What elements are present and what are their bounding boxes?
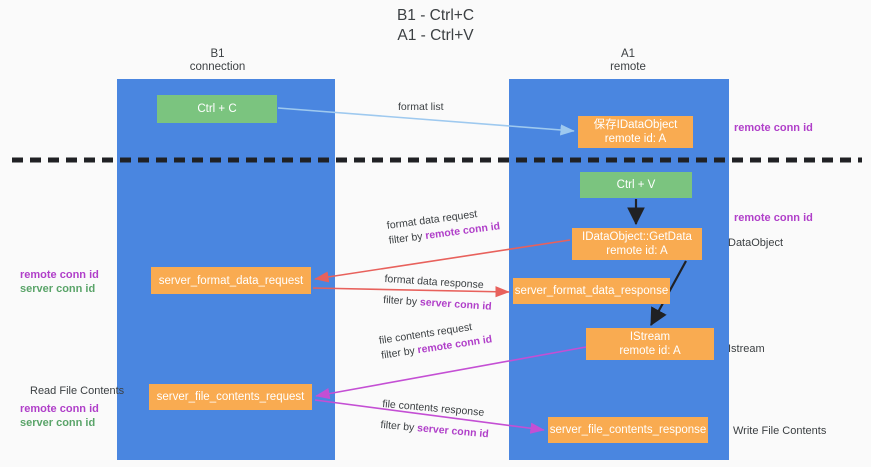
edge-label-format-data-request-prefix: filter by [388,230,427,247]
page-title: B1 - Ctrl+C A1 - Ctrl+V [0,6,871,46]
side-label-server-conn-id-left-top: server conn id [20,283,96,295]
edge-label-format-data-response-highlight: server conn id [419,296,492,313]
node-server-file-contents-response-label: server_file_contents_response [549,424,707,436]
node-server-format-data-request-label: server_format_data_request [158,274,304,287]
node-save-idataobject[interactable]: 保存IDataObject remote id: A [578,116,693,148]
edge-label-format-data-response: format data response filter by server co… [383,272,494,315]
edge-label-file-contents-response-prefix: filter by [380,418,418,435]
column-b1-role: connection [189,61,246,73]
title-line-2: A1 - Ctrl+V [397,27,474,44]
edge-format-data-request [314,239,571,283]
node-idataobject-getdata-line-2: remote id: A [606,245,668,257]
edge-label-format-data-response-prefix: filter by [382,293,421,309]
node-ctrl-v[interactable]: Ctrl + V [580,172,692,198]
edge-format-data-response [312,286,510,298]
node-ctrl-v-label: Ctrl + V [616,179,656,191]
node-save-idataobject-line-1: 保存IDataObject [593,119,678,131]
node-istream-line-1: IStream [629,331,671,343]
node-istream-line-2: remote id: A [619,345,681,357]
node-server-format-data-response[interactable]: server_format_data_response [513,278,670,304]
edge-label-format-list: format list [398,100,444,115]
node-server-file-contents-request-label: server_file_contents_request [156,391,305,403]
edge-file-contents-response [314,399,545,434]
column-a1-role: remote [610,61,646,73]
side-label-remote-conn-id-dataobject: remote conn id [734,212,813,224]
node-save-idataobject-line-2: remote id: A [604,133,667,145]
side-label-dataobject: DataObject [728,237,784,249]
column-b1-name: B1 [210,48,225,60]
side-label-remote-conn-id-left-bottom: remote conn id [20,403,99,415]
title-line-1: B1 - Ctrl+C [396,7,475,24]
edge-file-contents-request [315,346,587,400]
side-label-istream: Istream [728,343,765,355]
node-server-file-contents-response[interactable]: server_file_contents_response [548,417,708,443]
edge-label-format-list-text: format list [398,101,444,113]
node-istream[interactable]: IStream remote id: A [586,328,714,360]
node-idataobject-getdata-line-1: IDataObject::GetData [582,231,692,243]
side-label-server-conn-id-left-bottom: server conn id [20,417,96,429]
side-label-remote-conn-id-left-top: remote conn id [20,269,99,281]
edge-label-file-contents-request-prefix: filter by [380,344,419,362]
column-caption-b1: B1 connection [150,48,285,74]
side-label-read-file-contents: Read File Contents [30,385,125,397]
edge-format-list [277,107,575,136]
column-caption-a1: A1 remote [548,48,708,74]
side-label-conn-ids-top: remote conn id server conn id [20,268,99,296]
node-server-format-data-response-label: server_format_data_response [514,285,669,297]
node-idataobject-getdata[interactable]: IDataObject::GetData remote id: A [572,228,702,260]
side-label-remote-conn-id-top: remote conn id [734,122,813,134]
side-label-write-file-contents: Write File Contents [733,425,827,437]
node-server-file-contents-request[interactable]: server_file_contents_request [149,384,312,410]
column-a1-name: A1 [620,48,636,60]
side-label-conn-ids-bottom: remote conn id server conn id [20,402,99,430]
node-ctrl-c[interactable]: Ctrl + C [157,95,277,123]
node-ctrl-c-label: Ctrl + C [197,103,237,115]
node-server-format-data-request[interactable]: server_format_data_request [151,267,311,294]
